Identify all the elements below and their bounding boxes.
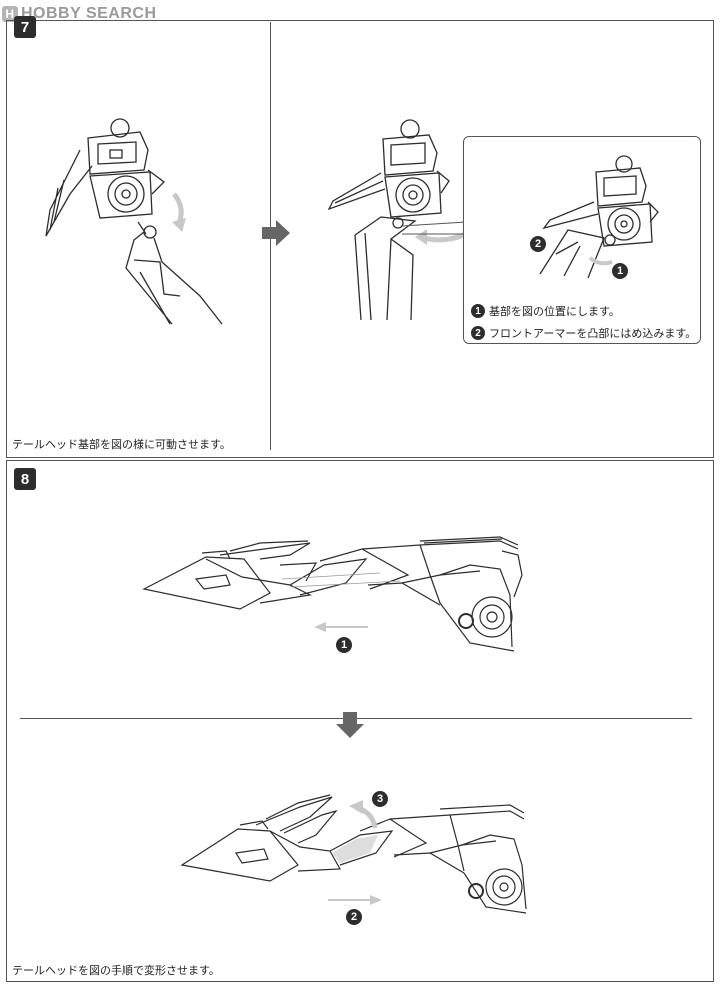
hobby-search-watermark: H HOBBY SEARCH [2, 4, 157, 24]
callout-marker-1: 1 [612, 263, 628, 279]
step-7-caption: テールヘッド基部を図の様に可動させます。 [12, 438, 231, 451]
step-7-panel [6, 20, 714, 458]
note-2-marker: 2 [471, 326, 485, 340]
note-1-marker: 1 [471, 304, 485, 318]
step-7-after-illustration [327, 119, 475, 321]
note-1-text: 基部を図の位置にします。 [489, 305, 620, 318]
step-8-marker-3: 3 [372, 791, 388, 807]
callout-marker-2: 2 [530, 236, 546, 252]
callout-note-1: 1 基部を図の位置にします。 [471, 303, 620, 319]
step-7-badge: 7 [14, 16, 36, 38]
step-7-detail-illustration [539, 155, 659, 279]
note-2-text: フロントアーマーを凸部にはめ込みます。 [489, 327, 697, 340]
hobby-search-logo-text: HOBBY SEARCH [21, 5, 157, 22]
step-8-panel [6, 460, 714, 982]
step-7-transition-arrow-icon [262, 220, 290, 246]
move-left-arrow-icon [314, 622, 368, 632]
step-7-before-illustration [45, 118, 223, 325]
step-8-tail-after-illustration [180, 794, 527, 914]
move-right-arrow-icon [328, 895, 382, 905]
step-8-marker-2: 2 [346, 909, 362, 925]
callout-note-2: 2 フロントアーマーを凸部にはめ込みます。 [471, 325, 696, 341]
step-8-caption: テールヘッドを図の手順で変形させます。 [12, 964, 220, 977]
step-7-detail-callout [463, 136, 701, 344]
step-8-down-arrow-icon [336, 712, 364, 738]
step-8-marker-1: 1 [336, 637, 352, 653]
step-8-badge: 8 [14, 468, 36, 490]
step-8-tail-before-illustration [142, 536, 523, 652]
rotate-up-arrow-icon [349, 800, 378, 829]
callout-leader-lines [401, 221, 467, 235]
